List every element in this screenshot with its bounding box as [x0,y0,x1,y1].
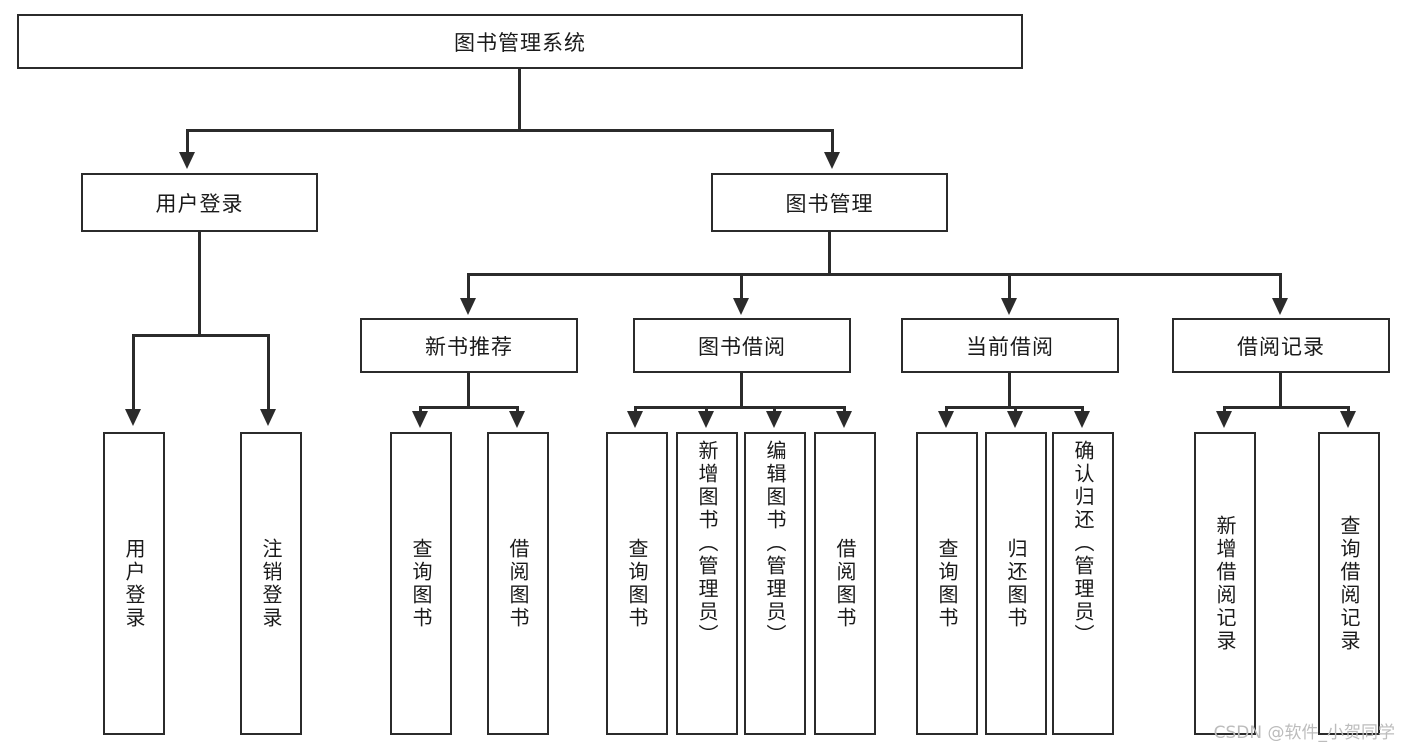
watermark: CSDN @软件_小贺同学 [1213,723,1395,743]
arrow-to-bookborrow-leaf-1 [627,411,643,428]
arrow-to-current-borrow [1001,298,1017,315]
edge-l3-bus [467,273,1282,276]
edge-l3-drop-2 [740,273,743,301]
edge-current-drop-2 [1014,406,1017,413]
edge-current-drop-1 [945,406,948,413]
arrow-to-record-leaf-1 [1216,411,1232,428]
arrow-to-book-borrow [733,298,749,315]
node-book-borrow[interactable]: 图书借阅 [633,318,851,373]
edge-record-drop-1 [1223,406,1226,413]
arrow-to-borrow-record [1272,298,1288,315]
edge-user-drop-1 [132,334,135,412]
arrow-to-logout-leaf [260,409,276,426]
node-book-manage[interactable]: 图书管理 [711,173,948,232]
node-leaf-current-return[interactable]: 归还图书 [985,432,1047,735]
edge-bookborrow-trunk [740,373,743,408]
edge-user-bus [132,334,269,337]
edge-book-trunk [828,232,831,275]
arrow-to-newbook-leaf-1 [412,411,428,428]
node-leaf-borrow-borrow[interactable]: 借阅图书 [814,432,876,735]
node-leaf-current-return-label: 归还图书 [1004,537,1028,630]
arrow-to-new-book-rec [460,298,476,315]
node-leaf-borrow-add-label: 新增图书（管理员） [695,440,719,647]
node-leaf-borrow-query[interactable]: 查询图书 [606,432,668,735]
node-leaf-borrow-edit[interactable]: 编辑图书（管理员） [744,432,806,735]
node-leaf-newbook-borrow-label: 借阅图书 [506,537,530,630]
node-leaf-borrow-edit-label: 编辑图书（管理员） [763,440,787,647]
node-leaf-borrow-borrow-label: 借阅图书 [833,537,857,630]
node-leaf-current-query[interactable]: 查询图书 [916,432,978,735]
node-root[interactable]: 图书管理系统 [17,14,1023,69]
arrow-to-user-login-leaf [125,409,141,426]
edge-current-trunk [1008,373,1011,408]
edge-newbook-drop-1 [419,406,422,413]
node-book-manage-label: 图书管理 [785,191,874,216]
arrow-to-current-leaf-3 [1074,411,1090,428]
arrow-to-current-leaf-1 [938,411,954,428]
edge-l3-drop-3 [1008,273,1011,301]
node-borrow-record-label: 借阅记录 [1237,334,1325,359]
edge-newbook-drop-2 [516,406,519,413]
node-leaf-current-confirm[interactable]: 确认归还（管理员） [1052,432,1114,735]
node-leaf-newbook-query[interactable]: 查询图书 [390,432,452,735]
edge-current-drop-3 [1081,406,1084,413]
edge-record-trunk [1279,373,1282,408]
node-leaf-record-add-label: 新增借阅记录 [1213,514,1237,653]
edge-user-drop-2 [267,334,270,412]
edge-bookborrow-drop-2 [705,406,708,413]
node-leaf-current-confirm-label: 确认归还（管理员） [1071,440,1095,647]
edge-bookborrow-drop-1 [634,406,637,413]
node-borrow-record[interactable]: 借阅记录 [1172,318,1390,373]
edge-user-trunk [198,232,201,336]
arrow-to-user-login [179,152,195,169]
node-leaf-newbook-query-label: 查询图书 [409,537,433,630]
edge-l2-drop-book [831,129,834,155]
edge-l3-drop-1 [467,273,470,301]
node-leaf-record-query-label: 查询借阅记录 [1337,514,1361,653]
arrow-to-record-leaf-2 [1340,411,1356,428]
edge-newbook-bus [419,406,519,409]
node-new-book-rec-label: 新书推荐 [425,334,513,359]
node-current-borrow-label: 当前借阅 [966,334,1054,359]
node-book-borrow-label: 图书借阅 [698,334,786,359]
node-root-label: 图书管理系统 [454,30,586,55]
node-leaf-user-login-label: 用户登录 [122,537,146,630]
arrow-to-newbook-leaf-2 [509,411,525,428]
edge-l2-bus [186,129,834,132]
edge-bookborrow-bus [634,406,846,409]
node-current-borrow[interactable]: 当前借阅 [901,318,1119,373]
node-leaf-user-login[interactable]: 用户登录 [103,432,165,735]
node-leaf-newbook-borrow[interactable]: 借阅图书 [487,432,549,735]
arrow-to-current-leaf-2 [1007,411,1023,428]
node-leaf-record-query[interactable]: 查询借阅记录 [1318,432,1380,735]
edge-l2-drop-user [186,129,189,155]
node-new-book-rec[interactable]: 新书推荐 [360,318,578,373]
node-leaf-current-query-label: 查询图书 [935,537,959,630]
node-leaf-logout-label: 注销登录 [259,537,283,630]
arrow-to-bookborrow-leaf-2 [698,411,714,428]
arrow-to-book-manage [824,152,840,169]
node-user-login-label: 用户登录 [155,191,244,216]
node-leaf-record-add[interactable]: 新增借阅记录 [1194,432,1256,735]
edge-newbook-trunk [467,373,470,408]
node-leaf-borrow-add[interactable]: 新增图书（管理员） [676,432,738,735]
node-user-login[interactable]: 用户登录 [81,173,318,232]
edge-bookborrow-drop-3 [773,406,776,413]
node-leaf-borrow-query-label: 查询图书 [625,537,649,630]
edge-root-trunk [518,69,521,130]
arrow-to-bookborrow-leaf-4 [836,411,852,428]
edge-record-bus [1223,406,1349,409]
node-leaf-logout[interactable]: 注销登录 [240,432,302,735]
edge-l3-drop-4 [1279,273,1282,301]
edge-bookborrow-drop-4 [843,406,846,413]
edge-record-drop-2 [1347,406,1350,413]
arrow-to-bookborrow-leaf-3 [766,411,782,428]
